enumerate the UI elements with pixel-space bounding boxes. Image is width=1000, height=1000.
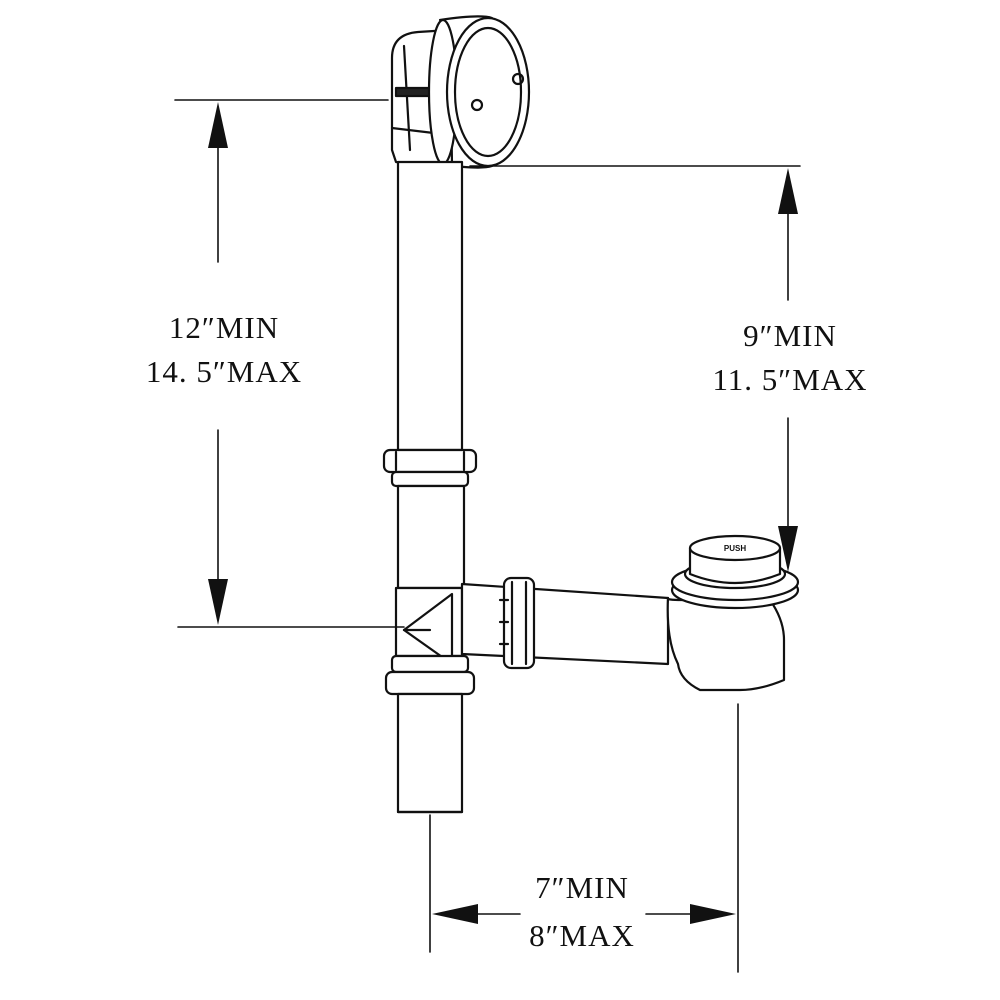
arrow-up	[778, 168, 798, 214]
dim-overall-min: 12″MIN	[169, 310, 279, 345]
overflow-rod	[394, 86, 432, 98]
tailpiece	[396, 692, 464, 814]
shoe-nut	[502, 576, 536, 670]
shoe-pipe	[460, 576, 670, 670]
overflow-faceplate	[427, 15, 531, 169]
drain-shoe: PUSH	[666, 534, 800, 692]
overflow-pipe	[396, 160, 464, 452]
lower-slip-nut	[384, 654, 476, 696]
upper-slip-nut	[382, 448, 478, 488]
dimension-arrows	[208, 102, 798, 924]
tee-fitting	[394, 484, 472, 666]
arrow-down	[208, 579, 228, 625]
dim-offset-min: 7″MIN	[535, 870, 629, 905]
drain-stopper-label: PUSH	[724, 544, 746, 553]
overflow-assembly	[390, 15, 531, 452]
arrow-left	[432, 904, 478, 924]
dim-overall-max: 14. 5″MAX	[146, 354, 302, 389]
arrow-up	[208, 102, 228, 148]
dim-overflow-max: 11. 5″MAX	[712, 362, 867, 397]
dimension-lines	[174, 99, 801, 973]
faceplate-screw	[470, 98, 484, 112]
drain-stopper: PUSH	[688, 534, 782, 585]
dim-offset-max: 8″MAX	[529, 918, 635, 953]
dim-overflow-min: 9″MIN	[743, 318, 837, 353]
arrow-right	[690, 904, 736, 924]
arrow-down	[778, 526, 798, 572]
faceplate-screw	[511, 72, 525, 86]
